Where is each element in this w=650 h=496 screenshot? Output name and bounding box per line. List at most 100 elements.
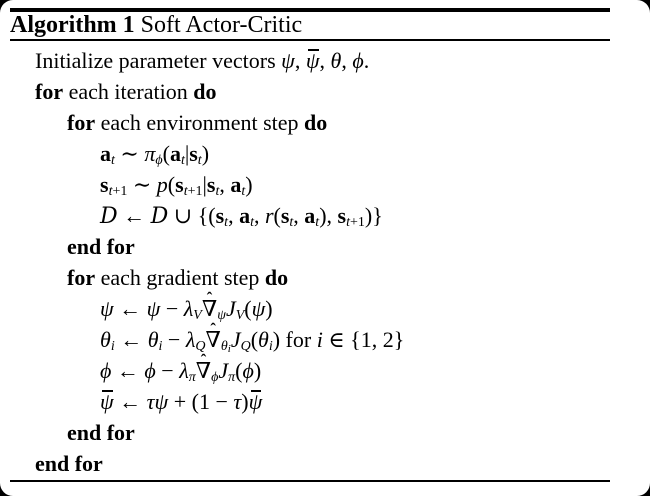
code-segment: D <box>150 204 169 229</box>
code-segment: ψ <box>217 308 226 323</box>
code-segment: θ <box>220 339 228 354</box>
code-segment: − <box>160 296 184 321</box>
code-segment: π <box>188 370 196 385</box>
code-segment: ∼ <box>127 172 157 197</box>
code-segment: ψ <box>251 296 266 321</box>
code-segment: . <box>363 48 370 73</box>
code-segment: θ <box>100 327 111 352</box>
code-segment: ψ <box>248 389 263 414</box>
code-segment: ) <box>245 172 253 197</box>
code-segment: + (1 − <box>168 389 234 414</box>
code-segment: a <box>230 172 242 197</box>
code-segment: D <box>100 204 118 229</box>
code-segment: , <box>293 203 305 228</box>
code-segment: ) <box>253 358 262 383</box>
algorithm-line: D ← D ∪ {(st, at, r(st, at), st+1)} <box>0 200 650 231</box>
code-segment: λ <box>179 358 189 383</box>
code-segment: J <box>230 327 241 352</box>
code-segment: each iteration <box>63 79 194 104</box>
code-segment: t <box>250 215 254 230</box>
code-segment: θ <box>147 327 159 352</box>
code-segment: +1 <box>349 215 365 230</box>
algorithm-line: end for <box>0 448 650 479</box>
code-segment: s <box>280 203 290 228</box>
algorithm-line: ψ ← τψ + (1 − τ)ψ <box>0 386 650 417</box>
code-segment: , <box>319 48 331 73</box>
code-segment: ( <box>162 141 170 166</box>
code-segment: ( <box>167 172 176 197</box>
code-segment: Q <box>240 339 251 354</box>
code-segment: do <box>304 110 328 135</box>
code-segment: ) for <box>272 327 317 352</box>
algorithm-line: for each iteration do <box>0 76 650 107</box>
code-segment: t <box>241 184 246 199</box>
algorithm-head-rule <box>10 39 610 41</box>
algorithm-body: Initialize parameter vectors ψ, ψ, θ, ϕ.… <box>0 41 650 479</box>
code-segment: ) <box>201 141 210 166</box>
algorithm-line: end for <box>0 231 650 262</box>
algorithm-line: Initialize parameter vectors ψ, ψ, θ, ϕ. <box>0 45 650 76</box>
nabla-hat-symbol: ∇ˆ <box>201 289 218 321</box>
code-segment: π <box>228 370 236 385</box>
code-segment: ψ <box>281 48 295 73</box>
code-segment: each gradient step <box>95 265 265 290</box>
code-segment: , <box>341 48 353 73</box>
code-segment: a <box>239 203 251 228</box>
code-segment: t <box>289 215 294 230</box>
code-segment: , <box>228 203 240 228</box>
hat-accent: ˆ <box>200 351 207 371</box>
code-segment: t <box>183 184 188 199</box>
code-segment: π <box>144 141 156 166</box>
code-segment: i <box>227 343 231 355</box>
hat-accent: ˆ <box>206 289 213 309</box>
algorithm-bottom-rule <box>10 480 610 482</box>
code-segment: θ <box>330 48 342 73</box>
algorithm-title-keyword: Algorithm 1 <box>10 12 135 38</box>
code-segment: i <box>158 339 163 354</box>
code-segment: t <box>224 215 229 230</box>
code-segment: Initialize parameter vectors <box>35 48 282 73</box>
code-segment: − <box>162 327 186 352</box>
code-segment: for <box>35 79 64 104</box>
code-segment: do <box>193 79 217 104</box>
code-segment: a <box>169 141 181 166</box>
algorithm-line: at ∼ πϕ(at|st) <box>0 138 650 169</box>
code-segment: ψ <box>305 48 320 73</box>
code-segment: τ <box>146 389 155 414</box>
code-segment: ψ <box>100 296 114 321</box>
code-segment: s <box>175 172 184 197</box>
code-segment: a <box>100 141 111 166</box>
code-segment: for <box>67 265 96 290</box>
code-segment: r <box>264 203 274 228</box>
code-segment: do <box>264 265 289 290</box>
code-segment: ψ <box>154 389 169 414</box>
code-segment: ( <box>273 203 281 228</box>
code-segment: ← <box>117 203 151 228</box>
code-segment: ∈ {1, 2} <box>322 327 405 352</box>
code-segment: V <box>235 308 245 323</box>
code-segment: end for <box>35 451 103 476</box>
code-segment: ) <box>265 296 273 321</box>
code-segment: t <box>315 215 320 230</box>
algorithm-line: for each gradient step do <box>0 262 650 293</box>
code-segment: for <box>67 110 96 135</box>
code-segment: each environment step <box>95 110 305 135</box>
code-segment: , <box>294 48 306 73</box>
code-segment: t <box>180 153 185 168</box>
nabla-hat-symbol: ∇ˆ <box>195 351 212 383</box>
code-segment: a <box>304 203 316 228</box>
algorithm-line: st+1 ∼ p(st+1|st, at) <box>0 169 650 200</box>
algorithm-top-rule <box>10 8 610 12</box>
code-segment: τ <box>233 389 242 414</box>
code-segment: ∪ {( <box>168 203 216 228</box>
code-segment: i <box>268 339 273 354</box>
algorithm-title-name: Soft Actor-Critic <box>134 12 303 38</box>
code-segment: t <box>111 153 115 168</box>
code-segment: i <box>110 339 115 354</box>
code-segment: s <box>337 203 347 228</box>
code-segment: θ <box>258 327 269 352</box>
code-segment: ϕ <box>144 358 156 383</box>
code-segment: − <box>155 358 180 383</box>
